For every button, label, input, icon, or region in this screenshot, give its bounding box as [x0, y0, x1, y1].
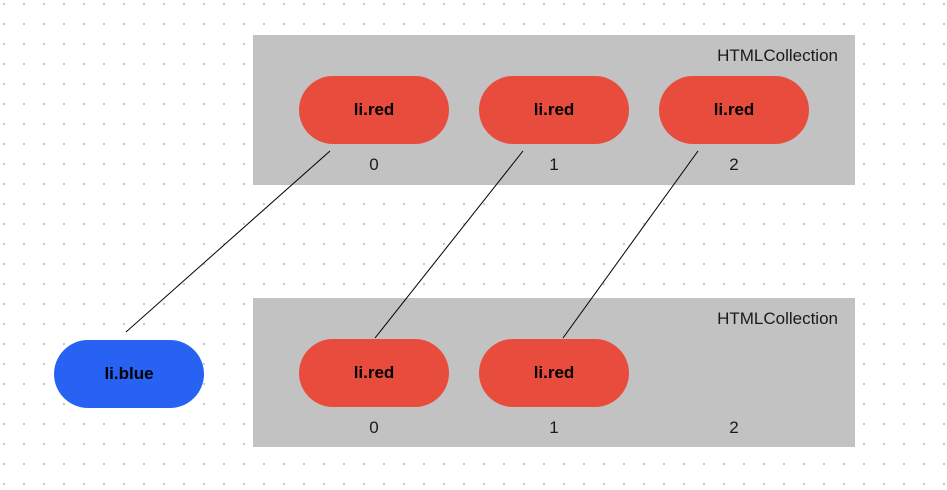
bottom-collection-panel: HTMLCollection li.red li.red 0 1 2 — [253, 298, 855, 447]
bottom-index-2: 2 — [729, 418, 739, 437]
top-collection-panel: HTMLCollection li.red li.red li.red 0 1 … — [253, 35, 855, 185]
bottom-item-0: li.red — [299, 339, 449, 407]
bottom-collection-title: HTMLCollection — [717, 309, 838, 328]
top-item-0: li.red — [299, 76, 449, 144]
top-index-2: 2 — [729, 155, 739, 174]
bottom-index-1: 1 — [549, 418, 559, 437]
top-index-0: 0 — [369, 155, 379, 174]
top-collection-title: HTMLCollection — [717, 46, 838, 65]
bottom-index-0: 0 — [369, 418, 379, 437]
top-index-1: 1 — [549, 155, 559, 174]
detached-blue-item: li.blue — [54, 340, 204, 408]
top-item-1: li.red — [479, 76, 629, 144]
top-item-2: li.red — [659, 76, 809, 144]
bottom-item-1: li.red — [479, 339, 629, 407]
